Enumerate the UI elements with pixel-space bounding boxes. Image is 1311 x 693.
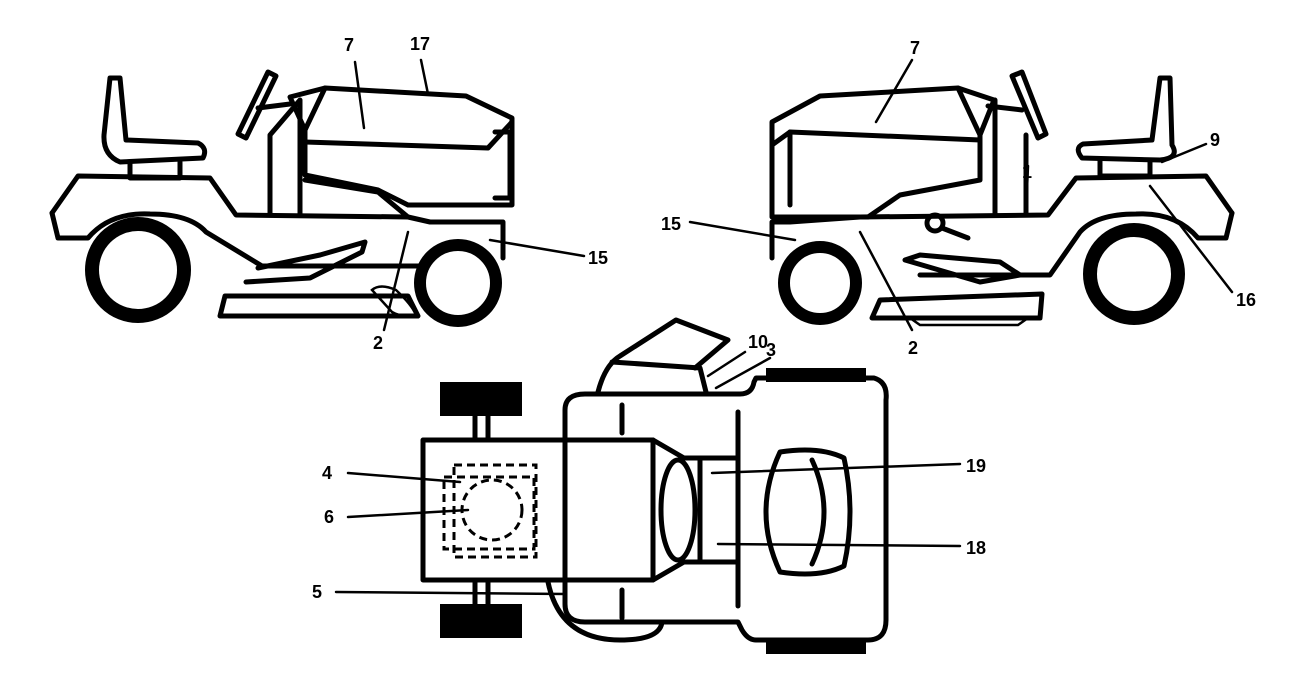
label-7-left: 7 [344,35,354,55]
label-16: 16 [1236,290,1256,310]
tractor-right-side-view: 7 1 9 15 16 2 [661,38,1256,358]
label-6: 6 [324,507,334,527]
label-19: 19 [966,456,986,476]
tractor-top-view: 10 3 4 6 5 19 18 [312,317,986,654]
label-7-right: 7 [910,38,920,58]
label-2-left: 2 [373,333,383,353]
label-3: 3 [766,340,776,360]
label-9: 9 [1210,130,1220,150]
label-2-right: 2 [908,338,918,358]
label-17: 17 [410,34,430,54]
label-5: 5 [312,582,322,602]
label-15-left: 15 [588,248,608,268]
tractor-left-side-view: 7 17 15 2 [49,34,608,353]
label-10: 10 [748,332,768,352]
label-4: 4 [322,463,332,483]
label-18: 18 [966,538,986,558]
label-1: 1 [1022,162,1032,182]
label-15-right: 15 [661,214,681,234]
